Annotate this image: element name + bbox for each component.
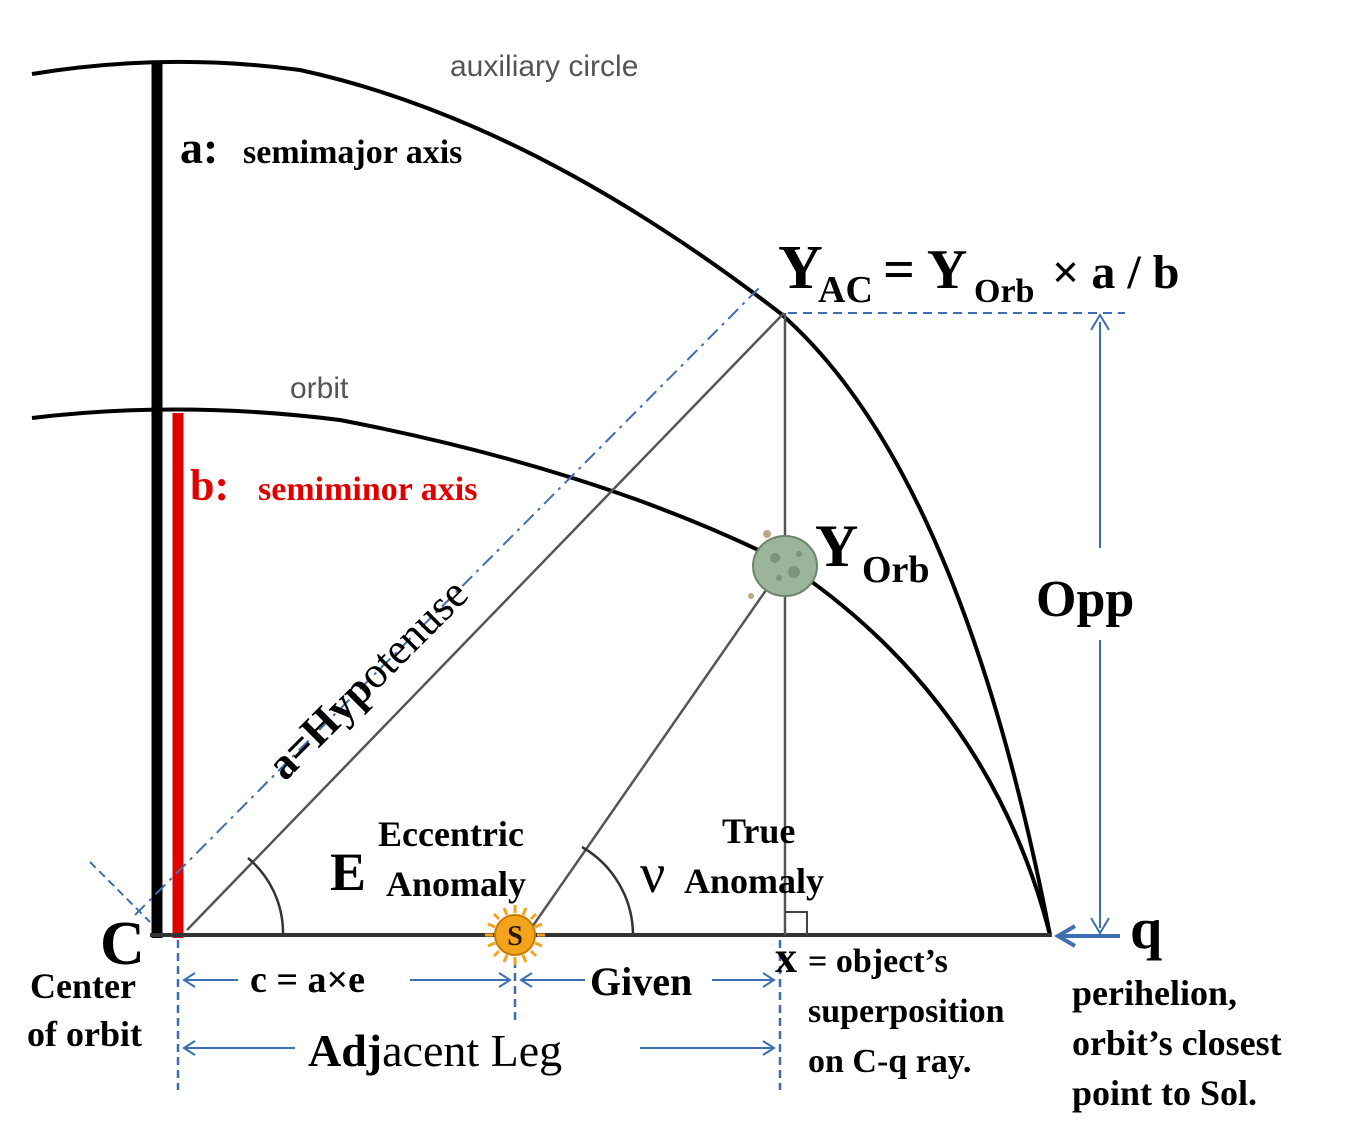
yac-tail: × a / b xyxy=(1052,246,1179,299)
yorb-sub: Orb xyxy=(862,549,930,591)
perihelion-desc-3: point to Sol. xyxy=(1072,1073,1257,1113)
x-desc-1: = object’s xyxy=(808,943,948,980)
q-label: q xyxy=(1130,896,1162,961)
perihelion-desc-1: perihelion, xyxy=(1072,973,1237,1013)
opp-arrowhead-bottom xyxy=(1090,917,1110,935)
adjacent-leg-rest: acent Leg xyxy=(382,1025,562,1076)
semimajor-prefix: a: xyxy=(180,122,218,173)
opp-arrowhead-top xyxy=(1090,313,1110,331)
given-arrowhead-left xyxy=(519,972,533,988)
hypotenuse-line xyxy=(186,312,785,931)
yac-main: Y xyxy=(778,234,823,302)
given-label: Given xyxy=(590,959,692,1004)
asteroid-icon xyxy=(748,530,818,599)
orbit-label: orbit xyxy=(290,372,349,405)
c-distance-label: c = a×e xyxy=(250,959,365,1001)
x-desc-3: on C-q ray. xyxy=(808,1043,971,1080)
orbit-arc xyxy=(31,407,1052,936)
center-desc-2: of orbit xyxy=(27,1014,142,1054)
auxiliary-circle-arc xyxy=(31,59,1052,936)
hypotenuse-label: a=Hypotenuse xyxy=(257,569,477,789)
perihelion-desc-2: orbit’s closest xyxy=(1072,1023,1282,1063)
auxiliary-circle-label: auxiliary circle xyxy=(450,50,638,83)
semiminor-label: semiminor axis xyxy=(258,471,477,508)
hypotenuse-guide-tick xyxy=(89,861,151,923)
adjacent-leg-adj: Adj xyxy=(308,1025,382,1076)
hypotenuse-guide-line xyxy=(134,284,763,916)
yorb-main: Y xyxy=(815,513,858,579)
eccentric-anomaly-symbol: E xyxy=(330,842,366,902)
c-dist-arrowhead-right xyxy=(498,972,512,988)
sun-to-object-line xyxy=(528,569,782,931)
yac-sub: AC xyxy=(818,269,873,311)
eccentric-anomaly-label-1: Eccentric xyxy=(378,814,524,854)
true-anomaly-label-2: Anomaly xyxy=(684,861,824,901)
svg-text:a=Hypotenuse: a=Hypotenuse xyxy=(257,569,477,789)
adjacent-leg-label: Adjacent Leg xyxy=(308,1025,562,1076)
given-arrowhead-right xyxy=(762,972,776,988)
eccentric-anomaly-label-2: Anomaly xyxy=(386,864,526,904)
eccentric-anomaly-angle-arc xyxy=(247,857,285,936)
center-c-label: C xyxy=(100,910,145,978)
c-dist-arrowhead-left xyxy=(182,972,196,988)
sun-label: S xyxy=(507,921,523,952)
x-desc-2: superposition xyxy=(808,993,1005,1030)
adjacent-arrowhead-left xyxy=(182,1040,196,1056)
yorb-label: YOrb xyxy=(815,513,930,591)
yac-sub2: Orb xyxy=(974,273,1034,310)
semiminor-prefix: b: xyxy=(190,461,229,510)
sun-icon: S xyxy=(485,905,545,965)
center-desc-1: Center xyxy=(30,966,136,1006)
adjacent-arrowhead-right xyxy=(762,1040,776,1056)
semimajor-label: semimajor axis xyxy=(243,134,462,171)
true-anomaly-label-1: True xyxy=(722,811,795,851)
q-arrowhead xyxy=(1054,924,1077,948)
yac-eq: = Y xyxy=(883,239,967,301)
right-angle-marker xyxy=(785,911,808,935)
true-anomaly-angle-arc xyxy=(581,845,635,936)
hypotenuse-label-rest: otenuse xyxy=(348,569,478,699)
opp-label: Opp xyxy=(1036,571,1134,628)
x-label: x xyxy=(775,933,797,982)
true-anomaly-symbol: ν xyxy=(640,843,665,905)
